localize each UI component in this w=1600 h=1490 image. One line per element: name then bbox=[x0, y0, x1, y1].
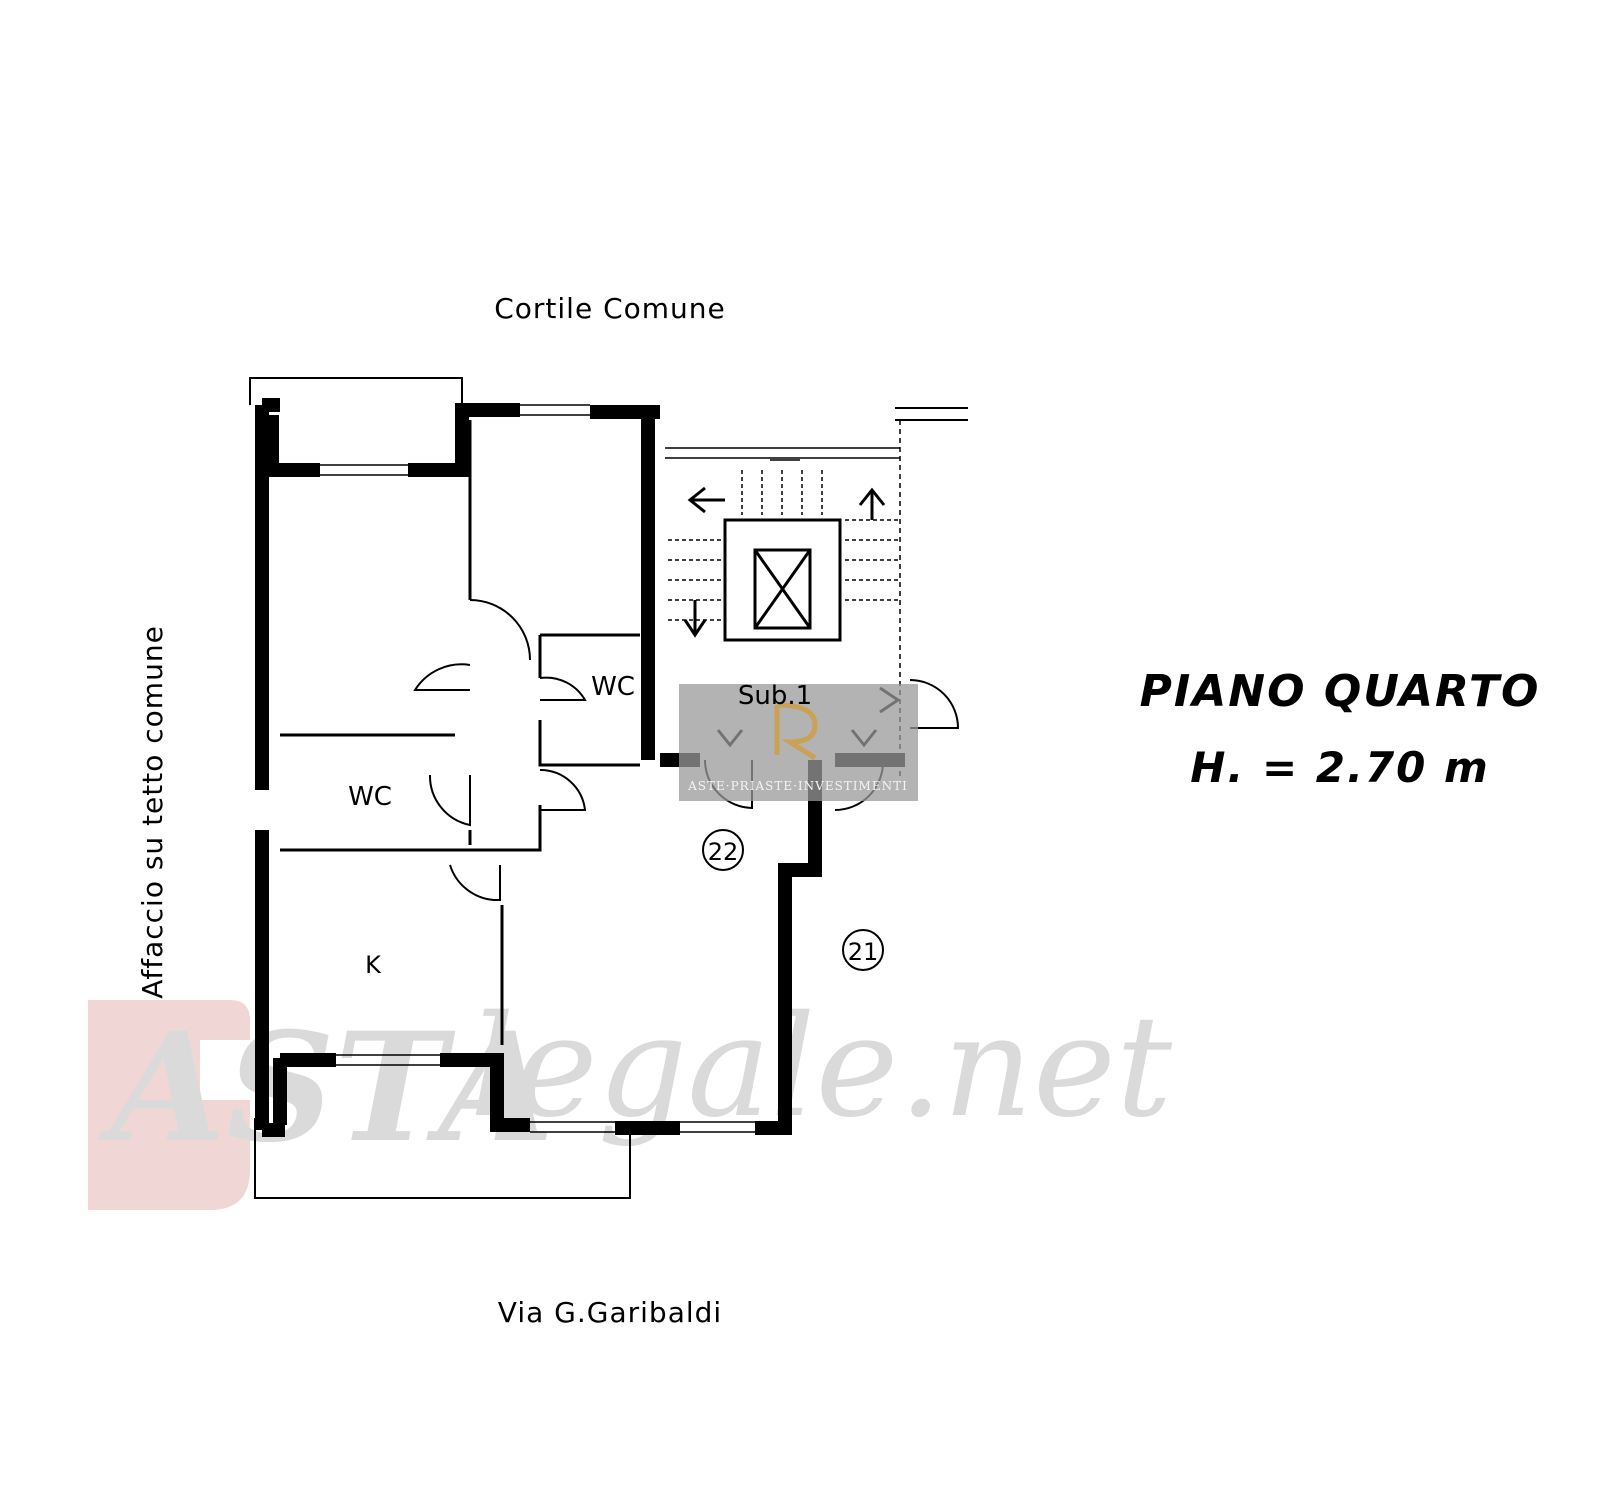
balconies bbox=[249, 377, 968, 1199]
arrow-down-icon bbox=[683, 600, 707, 638]
label-kitchen: K bbox=[365, 951, 382, 979]
stair-treads bbox=[668, 459, 900, 621]
door-kitchen bbox=[449, 864, 501, 902]
watermark-legale: legale.net bbox=[470, 986, 1173, 1149]
label-unit-21: 21 bbox=[848, 938, 879, 966]
top-middle-notch bbox=[408, 403, 520, 477]
windows bbox=[320, 404, 900, 1133]
arrow-left-icon bbox=[687, 486, 725, 514]
door-bedroom-1 bbox=[469, 599, 531, 661]
bottom-left-wall bbox=[262, 1053, 336, 1137]
exterior-walls bbox=[255, 398, 905, 1137]
door-wc-lower bbox=[428, 774, 471, 827]
interior-walls bbox=[280, 420, 842, 1045]
agency-logo-caption: ASTE·PRIASTE·INVESTIMENTI bbox=[687, 779, 908, 793]
arrow-up-icon bbox=[858, 487, 886, 520]
agency-logo: ASTE·PRIASTE·INVESTIMENTI bbox=[679, 684, 918, 801]
label-via-garibaldi: Via G.Garibaldi bbox=[498, 1296, 722, 1329]
hall-walls bbox=[280, 733, 542, 852]
door-landing bbox=[909, 679, 960, 729]
label-wc-lower: WC bbox=[348, 782, 392, 812]
agency-logo-mark bbox=[774, 702, 818, 761]
unit-21-circle bbox=[842, 929, 884, 971]
title-height: H. = 2.70 m bbox=[1190, 743, 1490, 792]
watermark-logo-shape bbox=[88, 1000, 250, 1210]
label-sub-1: Sub.1 bbox=[738, 681, 812, 711]
right-landing-line bbox=[895, 407, 968, 421]
label-cortile-comune: Cortile Comune bbox=[494, 292, 726, 325]
label-unit-22: 22 bbox=[708, 838, 739, 866]
title-piano: PIANO QUARTO bbox=[1140, 666, 1541, 717]
door-bedroom-2 bbox=[413, 663, 471, 691]
bath-upper-walls bbox=[538, 633, 640, 767]
top-balcony bbox=[249, 377, 463, 405]
unit-22-circle bbox=[702, 829, 744, 871]
bottom-mid-wall bbox=[440, 1053, 530, 1132]
top-left-notch bbox=[262, 398, 320, 477]
watermark-asta: ASTA bbox=[98, 1000, 555, 1176]
door-wc-upper bbox=[539, 676, 587, 701]
door-hall bbox=[539, 768, 587, 811]
elevator-shaft bbox=[753, 548, 812, 630]
stair-well bbox=[723, 518, 842, 642]
bottom-balcony bbox=[254, 1118, 631, 1199]
label-wc-upper: WC bbox=[591, 672, 635, 702]
label-affaccio: Affaccio su tetto comune bbox=[136, 625, 169, 999]
